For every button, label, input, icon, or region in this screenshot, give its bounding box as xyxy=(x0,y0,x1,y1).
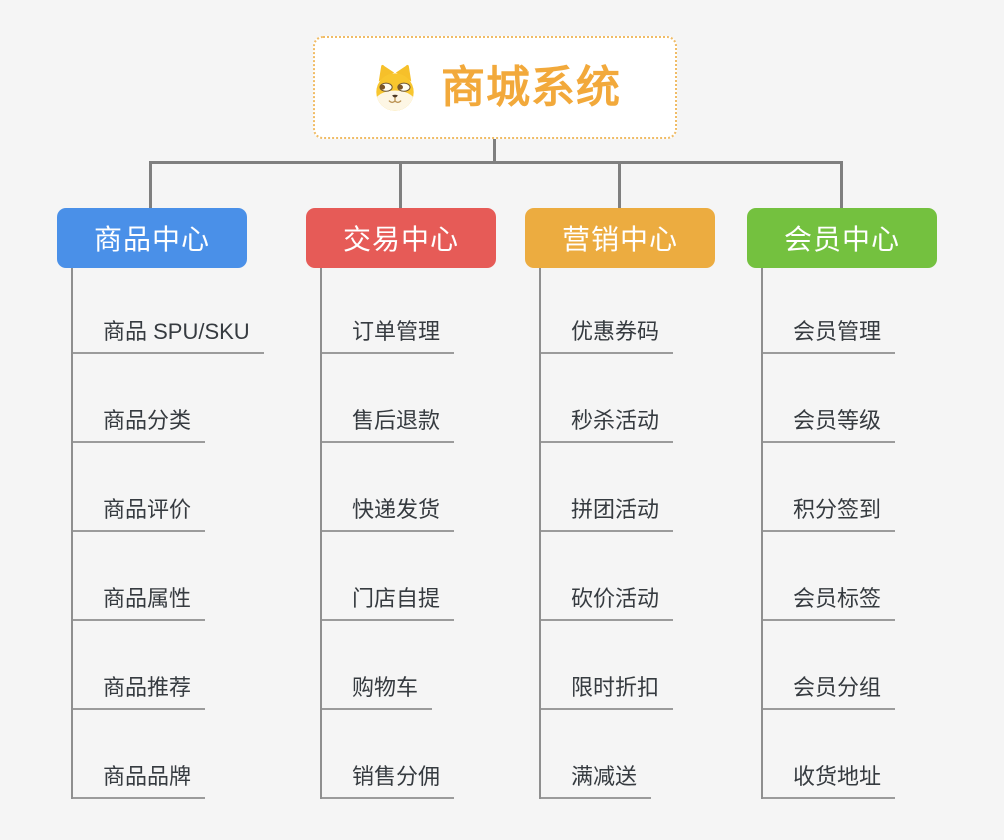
topic-node[interactable]: 收货地址 xyxy=(763,766,896,799)
branch-children-trade-center: 订单管理 售后退款 快递发货 门店自提 购物车 销售分佣 xyxy=(320,268,455,799)
topic-node[interactable]: 售后退款 xyxy=(322,410,455,443)
topic-node[interactable]: 满减送 xyxy=(541,766,652,799)
topic-node[interactable]: 商品 SPU/SKU xyxy=(73,321,264,354)
branch-label: 交易中心 xyxy=(342,224,459,255)
topic-node[interactable]: 销售分佣 xyxy=(322,766,455,799)
topic-node[interactable]: 会员管理 xyxy=(763,321,896,354)
topic-node[interactable]: 积分签到 xyxy=(763,499,896,532)
root-node[interactable]: 商城系统 xyxy=(313,36,677,139)
topic-node[interactable]: 商品评价 xyxy=(73,499,206,532)
branch-box-member-center[interactable]: 会员中心 xyxy=(747,208,937,268)
topic-node[interactable]: 限时折扣 xyxy=(541,677,674,710)
branch-children-product-center: 商品 SPU/SKU 商品分类 商品评价 商品属性 商品推荐 商品品牌 xyxy=(71,268,264,799)
topic-node[interactable]: 拼团活动 xyxy=(541,499,674,532)
branch-label: 商品中心 xyxy=(93,224,210,255)
topic-node[interactable]: 会员等级 xyxy=(763,410,896,443)
topic-node[interactable]: 商品推荐 xyxy=(73,677,206,710)
connector-stub xyxy=(618,161,621,208)
connector-stub xyxy=(149,161,152,208)
topic-node[interactable]: 优惠券码 xyxy=(541,321,674,354)
topic-node[interactable]: 会员分组 xyxy=(763,677,896,710)
topic-node[interactable]: 订单管理 xyxy=(322,321,455,354)
branch-children-marketing-center: 优惠券码 秒杀活动 拼团活动 砍价活动 限时折扣 满减送 xyxy=(539,268,674,799)
branch-label: 营销中心 xyxy=(561,224,678,255)
shiba-dog-icon xyxy=(376,64,414,111)
topic-node[interactable]: 砍价活动 xyxy=(541,588,674,621)
branch-label: 会员中心 xyxy=(783,224,900,255)
topic-node[interactable]: 门店自提 xyxy=(322,588,455,621)
branch-children-member-center: 会员管理 会员等级 积分签到 会员标签 会员分组 收货地址 xyxy=(761,268,896,799)
root-title: 商城系统 xyxy=(441,62,621,112)
connector-bus xyxy=(149,161,843,164)
topic-node[interactable]: 购物车 xyxy=(322,677,433,710)
topic-node[interactable]: 商品属性 xyxy=(73,588,206,621)
topic-node[interactable]: 秒杀活动 xyxy=(541,410,674,443)
topic-node[interactable]: 会员标签 xyxy=(763,588,896,621)
branch-box-product-center[interactable]: 商品中心 xyxy=(57,208,247,268)
connector-root-stem xyxy=(493,139,496,164)
connector-stub xyxy=(840,161,843,208)
topic-node[interactable]: 商品分类 xyxy=(73,410,206,443)
branch-box-trade-center[interactable]: 交易中心 xyxy=(306,208,496,268)
topic-node[interactable]: 商品品牌 xyxy=(73,766,206,799)
branch-box-marketing-center[interactable]: 营销中心 xyxy=(525,208,715,268)
topic-node[interactable]: 快递发货 xyxy=(322,499,455,532)
connector-stub xyxy=(399,161,402,208)
